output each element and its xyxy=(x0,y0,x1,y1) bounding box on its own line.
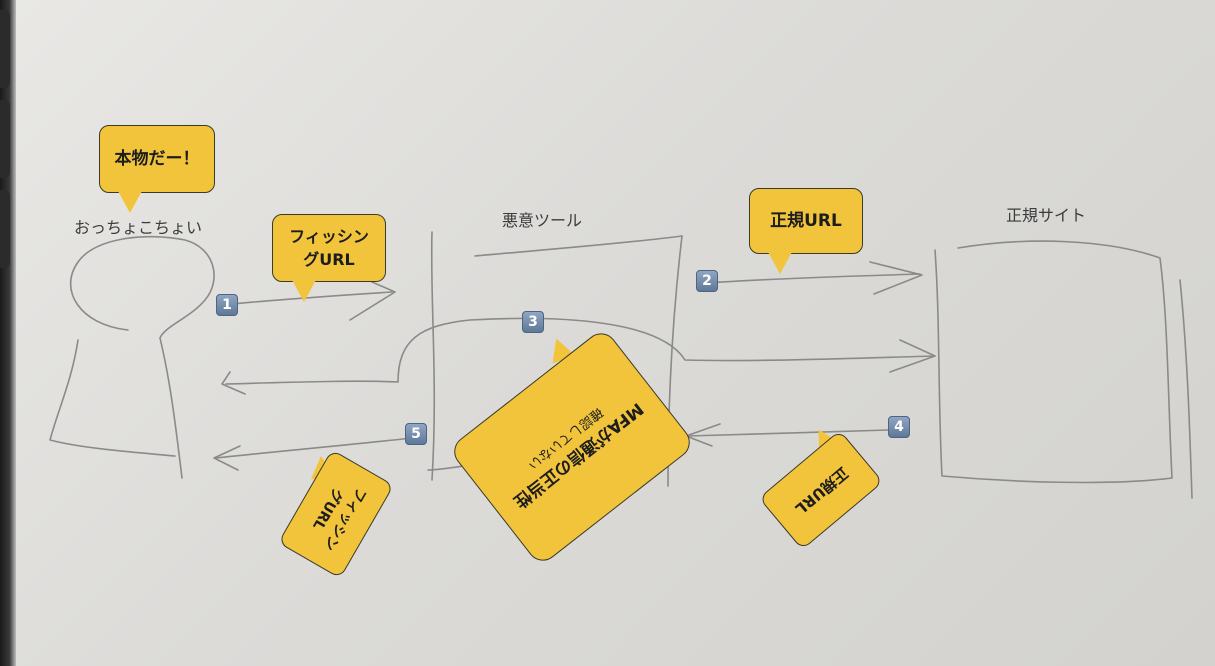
keyboard-key xyxy=(0,100,10,178)
legit-url-bottom-text: 正規URL xyxy=(791,463,852,518)
laptop-edge xyxy=(0,0,16,666)
speech-bubble-real-text: 本物だー！ xyxy=(114,148,200,169)
speech-bubble-tail xyxy=(118,191,142,213)
tool-box-top xyxy=(474,235,683,257)
phishing-url-line2: グURL xyxy=(303,250,355,269)
person-body-right xyxy=(159,337,183,479)
step-badge-3: 3 xyxy=(522,311,544,333)
speech-bubble-phishing-url: フィッシン グURL xyxy=(272,214,386,282)
person-body-left xyxy=(49,339,176,457)
step-badge-5: 5 xyxy=(405,423,427,445)
tool-box-left xyxy=(430,231,436,481)
keyboard-key xyxy=(0,10,10,88)
step-badge-4: 4 xyxy=(888,416,910,438)
speech-bubble-legit-url: 正規URL xyxy=(749,188,863,254)
site-box xyxy=(934,240,1173,484)
speech-bubble-tail xyxy=(768,252,792,274)
step-badge-1: 1 xyxy=(216,294,238,316)
speech-bubble-real: 本物だー！ xyxy=(99,125,215,193)
speech-bubble-tail xyxy=(292,280,316,302)
phishing-url-line1: フィッシン xyxy=(289,226,369,246)
person-head xyxy=(69,235,215,339)
legit-url-text: 正規URL xyxy=(770,210,842,231)
keyboard-key xyxy=(0,190,10,268)
user-label: おっちょこちょい xyxy=(74,218,203,237)
step-badge-2: 2 xyxy=(696,270,718,292)
site-label: 正規サイト xyxy=(1006,206,1087,225)
tool-label: 悪意ツール xyxy=(502,211,583,230)
